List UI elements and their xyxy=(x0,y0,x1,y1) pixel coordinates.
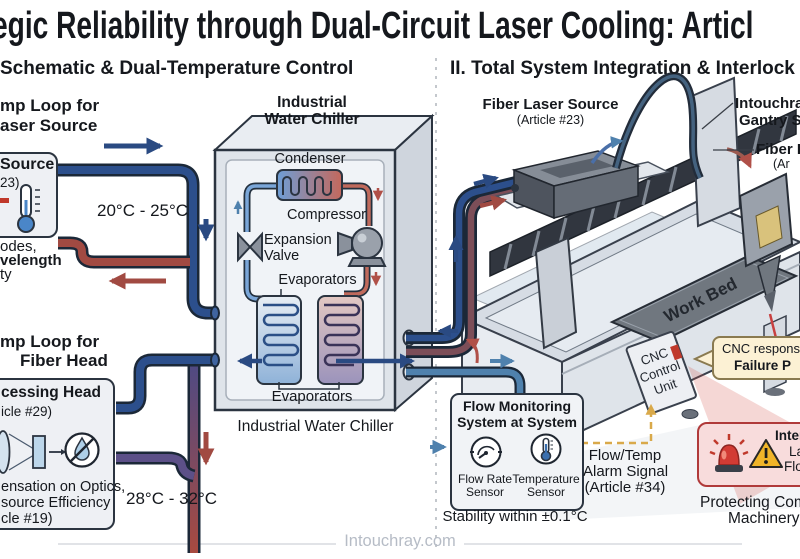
laser-source-title: Source xyxy=(0,156,55,173)
processing-head-article: icle #29) xyxy=(1,404,53,419)
fiber-laser-label: Fiber Laser Source xyxy=(482,96,619,113)
alarm-signal-label: Flow/Temp xyxy=(588,447,662,464)
temp-sensor-icon xyxy=(530,433,562,465)
optic-window-icon xyxy=(32,435,46,469)
watermark: Intouchray.com xyxy=(344,532,456,550)
flow-monitor-pipe xyxy=(406,366,526,395)
page-title: egic Reliability through Dual-Circuit La… xyxy=(0,5,754,47)
diode-icon xyxy=(0,198,9,203)
temp-range-fiber: 28°C - 32°C xyxy=(126,489,218,508)
chiller-left-port-bottom xyxy=(210,352,220,368)
laser-note-2: velength xyxy=(0,252,62,269)
warning-icon xyxy=(749,439,783,468)
processing-head-title: cessing Head xyxy=(1,384,101,401)
flow-box-title-1: Flow Monitoring xyxy=(462,398,572,414)
laser-loop-label: mp Loop for xyxy=(0,96,100,115)
cnc-control-unit: CNC Control Unit xyxy=(625,331,697,415)
alarm-signal-label-2: Alarm Signal xyxy=(583,463,669,480)
temperature-sensor-label-2: Sensor xyxy=(526,485,566,499)
siren-icon xyxy=(709,434,749,472)
temperature-sensor-label: Temperature xyxy=(512,472,580,486)
laser-note-1: odes, xyxy=(0,238,37,255)
flow-gauge-icon xyxy=(470,436,502,468)
chiller-label-2: Water Chiller xyxy=(264,111,360,128)
processing-head-box: cessing Head icle #29) ensation on Optic… xyxy=(0,378,125,530)
fiber-loop-pipes xyxy=(116,353,216,553)
pointer-lines xyxy=(701,102,754,151)
interlock-text-3: Flow xyxy=(784,459,800,474)
flow-arrows-left xyxy=(104,137,215,466)
processing-note-2: source Efficiency xyxy=(1,495,111,511)
flow-box-title-2: System at System xyxy=(457,414,577,430)
cnc-response-bubble: CNC response Failure P xyxy=(712,336,800,380)
laser-beam xyxy=(768,313,778,339)
fiber-laser-source xyxy=(495,150,671,220)
cnc-response-failure: Failure P xyxy=(734,358,792,373)
protecting-note-2: Machinery Par xyxy=(728,510,800,527)
fiber-cable xyxy=(612,72,704,180)
fiber-loop-label-2: Fiber Head xyxy=(20,351,108,370)
chiller-caption: Industrial Water Chiller xyxy=(237,418,394,435)
processing-note-1: ensation on Optics, xyxy=(1,479,126,495)
laser-source-article: 23) xyxy=(0,175,20,190)
flow-monitoring-box: Flow Monitoring System at System Flow Ra… xyxy=(450,393,584,511)
condenser-label: Condenser xyxy=(274,151,346,167)
protecting-note-1: Protecting Compon xyxy=(700,494,800,511)
laser-source-box: Source 23) xyxy=(0,152,58,238)
expansion-valve-label: Expansion xyxy=(264,232,332,248)
laser-loop-pipes xyxy=(58,163,216,320)
gantry-label-2: Gantry Sys xyxy=(739,112,800,129)
evaporators-top-label: Evaporators xyxy=(278,272,357,288)
temp-range-laser: 20°C - 25°C xyxy=(97,201,189,220)
expansion-valve-label-2: Valve xyxy=(264,248,300,264)
water-chiller xyxy=(210,113,435,413)
no-condensation-icon xyxy=(64,432,100,468)
gantry-label: Intouchray xyxy=(735,95,800,112)
alarm-signal-article: (Article #34) xyxy=(584,479,666,496)
right-section-heading: II. Total System Integration & Interlock… xyxy=(450,58,800,79)
fiber-laser-article: (Article #23) xyxy=(516,113,585,127)
interlock-alert-box: Inter La Flow xyxy=(697,422,800,487)
condenser-coil xyxy=(276,169,343,201)
optics-icons xyxy=(0,430,100,474)
chiller-label-1: Industrial xyxy=(277,94,347,111)
compressor-label: Compressor xyxy=(287,207,366,223)
thermometer-icon xyxy=(17,184,40,233)
laser-loop-label-2: aser Source xyxy=(0,116,98,135)
fiber-loop-label: mp Loop for xyxy=(0,332,100,351)
interlock-text-2: La xyxy=(789,444,800,459)
fiber-delivery-article: (Ar xyxy=(773,157,790,171)
left-section-heading: Schematic & Dual-Temperature Control xyxy=(0,58,354,79)
fiber-delivery-label: Fiber De xyxy=(756,141,800,158)
expansion-valve-icon xyxy=(237,231,263,263)
lens-icon xyxy=(0,430,11,474)
flow-rate-sensor-label: Flow Rate xyxy=(457,472,513,486)
compressor-icon xyxy=(337,227,387,267)
stability-note: Stability within ±0.1°C xyxy=(442,508,588,525)
cnc-response-text: CNC response xyxy=(722,341,800,356)
chiller-left-port-top xyxy=(210,305,220,321)
evaporators-bottom-label: Evaporators xyxy=(271,388,353,405)
interlock-text-1: Inter xyxy=(775,428,800,443)
work-bed xyxy=(609,254,799,344)
processing-note-3: cle #19) xyxy=(1,511,53,527)
flow-rate-sensor-label-2: Sensor xyxy=(465,485,505,499)
laser-note-3: ty xyxy=(0,266,12,283)
machine-coolant-pipes xyxy=(406,176,522,358)
